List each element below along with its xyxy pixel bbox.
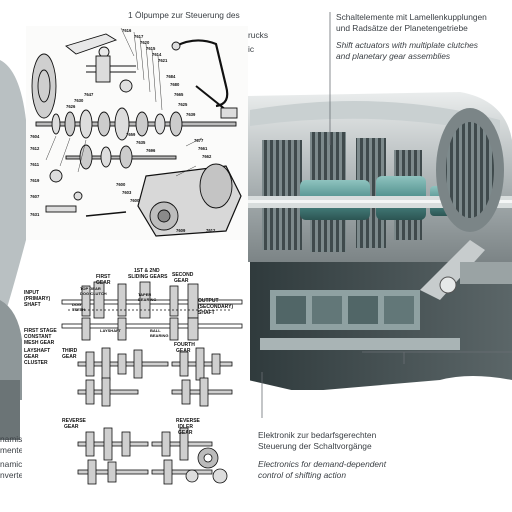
caption-de-line2: und Radsätze der Planetengetriebe — [336, 23, 468, 33]
svg-text:7612: 7612 — [206, 228, 216, 233]
svg-text:FIRST STAGE: FIRST STAGE — [24, 328, 57, 334]
caption-fragment-ic: ic — [248, 44, 255, 54]
svg-text:7620: 7620 — [140, 40, 150, 45]
svg-text:BEARING: BEARING — [150, 333, 168, 338]
svg-text:GEAR: GEAR — [178, 430, 193, 436]
svg-text:7635: 7635 — [136, 140, 146, 145]
caption-de-line1: Schaltelemente mit Lamellenkupplungen — [336, 12, 487, 22]
svg-text:(SECONDARY): (SECONDARY) — [198, 304, 233, 310]
svg-text:7614: 7614 — [152, 52, 162, 57]
caption-en-line2: control of shifting action — [258, 470, 346, 480]
svg-text:1ST & 2ND: 1ST & 2ND — [134, 268, 160, 274]
svg-text:LAYSHAFT: LAYSHAFT — [100, 328, 122, 333]
svg-text:7612: 7612 — [30, 146, 40, 151]
svg-text:THIRD: THIRD — [62, 348, 78, 354]
svg-text:DOG: DOG — [72, 302, 81, 307]
electronics-caption: Elektronik zur bedarfsgerechten Steuerun… — [258, 430, 386, 481]
svg-text:SHAFT: SHAFT — [24, 302, 41, 308]
svg-text:GEAR: GEAR — [64, 424, 79, 430]
svg-text:GEAR: GEAR — [24, 354, 39, 360]
caption-line: 1 Ölpumpe zur Steuerung des — [128, 10, 240, 20]
svg-text:GEAR: GEAR — [174, 278, 189, 284]
shift-actuators-caption: Schaltelemente mit Lamellenkupplungen un… — [336, 12, 487, 62]
svg-text:7600: 7600 — [116, 182, 126, 187]
svg-text:BEARING: BEARING — [138, 297, 156, 302]
svg-text:7625: 7625 — [178, 102, 188, 107]
svg-text:7621: 7621 — [158, 58, 168, 63]
svg-text:7619: 7619 — [30, 178, 40, 183]
svg-text:7639: 7639 — [186, 112, 196, 117]
svg-text:FIRST: FIRST — [96, 274, 110, 280]
svg-text:7665: 7665 — [174, 92, 184, 97]
svg-text:LAYSHAFT: LAYSHAFT — [24, 348, 50, 354]
svg-text:7603: 7603 — [122, 190, 132, 195]
svg-text:GEAR: GEAR — [62, 354, 77, 360]
svg-text:SECOND: SECOND — [172, 272, 194, 278]
svg-text:CONSTANT: CONSTANT — [24, 334, 51, 340]
caption-en-line1: Shift actuators with multiplate clutches — [336, 40, 478, 50]
svg-text:7684: 7684 — [166, 74, 176, 79]
svg-text:MESH GEAR: MESH GEAR — [24, 340, 55, 346]
left-edge-caption: namis mente namic nverte — [0, 434, 24, 480]
svg-text:SLIDING GEARS: SLIDING GEARS — [128, 274, 168, 280]
svg-text:7630: 7630 — [74, 98, 84, 103]
svg-text:7609: 7609 — [176, 228, 186, 233]
svg-text:GEAR: GEAR — [96, 280, 111, 286]
svg-text:7662: 7662 — [202, 154, 212, 159]
caption-en-line2: and planetary gear assemblies — [336, 51, 451, 61]
svg-text:INPUT: INPUT — [24, 290, 39, 296]
svg-text:7661: 7661 — [198, 146, 208, 151]
svg-text:REVERSE: REVERSE — [62, 418, 87, 424]
svg-text:FOURTH: FOURTH — [174, 342, 195, 348]
caption-de-line1: Elektronik zur bedarfsgerechten — [258, 430, 377, 440]
svg-text:BALL: BALL — [150, 328, 161, 333]
svg-text:REVERSE: REVERSE — [176, 418, 201, 424]
caption-en-line1: Electronics for demand-dependent — [258, 459, 387, 469]
svg-text:7615: 7615 — [146, 46, 156, 51]
svg-text:CLUSTER: CLUSTER — [24, 360, 48, 366]
svg-text:7659: 7659 — [126, 132, 136, 137]
svg-text:TOP GEAR: TOP GEAR — [80, 286, 101, 291]
svg-text:DOG CLUTCH: DOG CLUTCH — [80, 291, 107, 296]
svg-text:IDLER: IDLER — [178, 424, 193, 430]
svg-text:(PRIMARY): (PRIMARY) — [24, 296, 51, 302]
svg-text:7696: 7696 — [146, 148, 156, 153]
oil-pump-caption: 1 Ölpumpe zur Steuerung des — [128, 10, 240, 21]
svg-text:SHAFT: SHAFT — [198, 310, 215, 316]
svg-text:7616: 7616 — [122, 28, 132, 33]
svg-text:7600: 7600 — [130, 198, 140, 203]
caption-fragment-rucks: rucks — [248, 30, 269, 40]
svg-text:7611: 7611 — [30, 162, 40, 167]
svg-text:GEAR: GEAR — [176, 348, 191, 354]
svg-text:7677: 7677 — [194, 138, 204, 143]
svg-text:7626: 7626 — [66, 104, 76, 109]
svg-text:OUTPUT: OUTPUT — [198, 298, 219, 304]
svg-text:7604: 7604 — [30, 134, 40, 139]
svg-text:TEETH: TEETH — [72, 307, 85, 312]
svg-text:7647: 7647 — [84, 92, 94, 97]
svg-text:7631: 7631 — [30, 212, 40, 217]
caption-de-line2: Steuerung der Schaltvorgänge — [258, 441, 372, 451]
svg-text:7680: 7680 — [170, 82, 180, 87]
svg-text:7617: 7617 — [134, 34, 144, 39]
svg-text:TAPER: TAPER — [138, 292, 151, 297]
svg-text:7607: 7607 — [30, 194, 40, 199]
bottom-margin — [0, 498, 512, 512]
